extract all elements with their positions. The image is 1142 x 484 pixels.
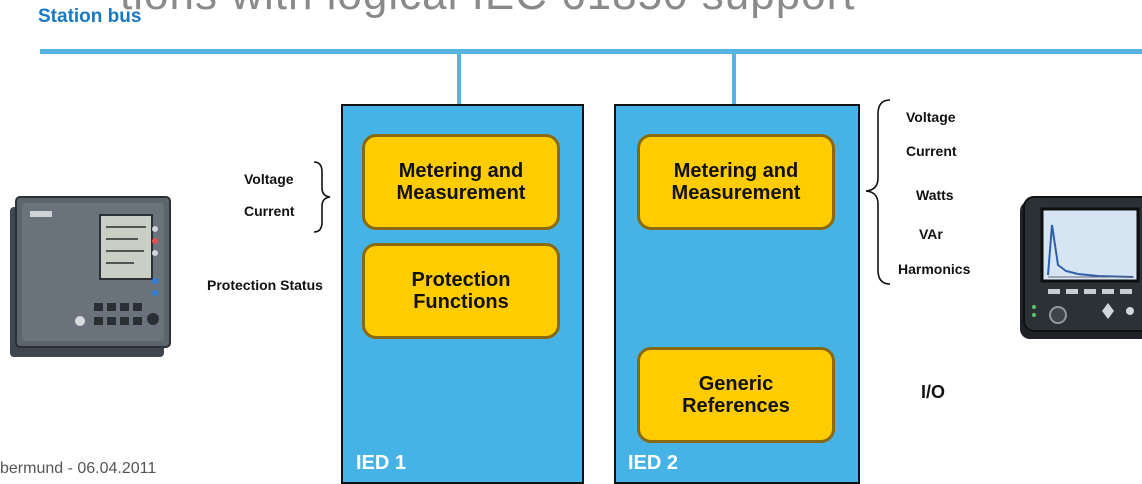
right-label-voltage: Voltage bbox=[906, 109, 956, 125]
power-meter-device-icon bbox=[1020, 196, 1142, 339]
ied1-label: IED 1 bbox=[356, 452, 407, 474]
left-label-current: Current bbox=[244, 203, 295, 219]
right-label-watts: Watts bbox=[916, 187, 954, 203]
io-label: I/O bbox=[921, 382, 946, 402]
ied2-label: IED 2 bbox=[628, 452, 679, 474]
left-brace-icon bbox=[313, 161, 331, 233]
ied1-metering-measurement-box: Metering and Measurement bbox=[362, 134, 560, 230]
right-label-harmonics: Harmonics bbox=[898, 261, 971, 277]
station-bus-label: Station bus bbox=[38, 6, 142, 27]
footer-text: bermund - 06.04.2011 bbox=[0, 460, 157, 477]
right-brace-icon bbox=[865, 99, 891, 285]
ied1-bus-connector bbox=[457, 54, 461, 104]
ied2-generic-references-box: Generic References bbox=[637, 347, 835, 443]
right-label-current: Current bbox=[906, 143, 957, 159]
slide-title: tions with logical IEC 61850 support bbox=[120, 0, 856, 20]
protection-relay-device-icon bbox=[10, 196, 171, 357]
ied2-metering-measurement-box: Metering and Measurement bbox=[637, 134, 835, 230]
ied1-protection-functions-box: Protection Functions bbox=[362, 243, 560, 339]
left-label-voltage: Voltage bbox=[244, 171, 294, 187]
ied2-bus-connector bbox=[732, 54, 736, 104]
station-bus-line bbox=[40, 49, 1142, 54]
right-label-var: VAr bbox=[919, 226, 943, 242]
left-label-protection-status: Protection Status bbox=[207, 277, 323, 293]
